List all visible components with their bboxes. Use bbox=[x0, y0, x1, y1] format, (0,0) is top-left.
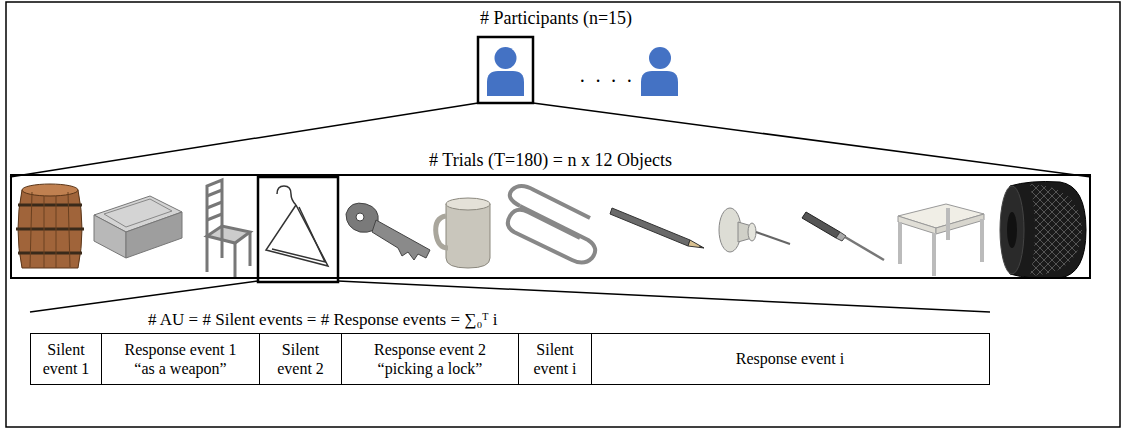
brick-object bbox=[94, 196, 182, 258]
event-text: Response event i bbox=[736, 349, 844, 368]
key-object bbox=[346, 203, 430, 260]
paperclip-object bbox=[508, 186, 595, 263]
event-text: Response event 1 bbox=[125, 340, 237, 359]
person-icon bbox=[641, 47, 678, 96]
event-text: Silent event 2 bbox=[264, 340, 337, 378]
event-cell: Response event i bbox=[591, 334, 988, 384]
table-heading: # AU = # Silent events = # Response even… bbox=[148, 310, 990, 330]
zoom-line bbox=[30, 281, 258, 312]
event-text: “picking a lock” bbox=[378, 359, 483, 378]
table-object bbox=[898, 204, 984, 276]
table-heading-wrap: # AU = # Silent events = # Response even… bbox=[30, 310, 990, 333]
event-text: Silent event 1 bbox=[35, 340, 97, 378]
object-strip-box bbox=[10, 174, 1091, 279]
outer-frame bbox=[6, 2, 1120, 427]
diagram-title: # Participants (n=15) bbox=[480, 8, 632, 29]
event-table: # AU = # Silent events = # Response even… bbox=[30, 310, 990, 385]
participant-box bbox=[478, 37, 533, 103]
ellipsis-dots: · · · · bbox=[579, 70, 635, 93]
event-cell: Silent event 1 bbox=[31, 334, 101, 384]
strip-heading: # Trials (T=180) = n x 12 Objects bbox=[10, 150, 1091, 174]
trial-strip: # Trials (T=180) = n x 12 Objects bbox=[10, 150, 1091, 279]
event-cell: Silent event 2 bbox=[259, 334, 341, 384]
tire-tread bbox=[1030, 184, 1082, 276]
pushpin-object bbox=[719, 208, 790, 252]
event-text: Silent event i bbox=[523, 340, 587, 378]
tire-object bbox=[1000, 182, 1086, 279]
event-cell: Response event 1“as a weapon” bbox=[101, 334, 259, 384]
mug-object bbox=[436, 198, 490, 268]
event-row: Silent event 1Response event 1“as a weap… bbox=[30, 333, 990, 385]
person-icon bbox=[487, 47, 524, 96]
screwdriver-object bbox=[802, 212, 884, 260]
event-text: Response event 2 bbox=[374, 340, 486, 359]
event-text: “as a weapon” bbox=[134, 359, 226, 378]
pencil-object bbox=[610, 208, 704, 248]
zoom-line bbox=[338, 281, 990, 312]
highlight-box bbox=[258, 177, 338, 282]
hanger-object bbox=[266, 186, 328, 266]
chair-object bbox=[207, 180, 250, 278]
zoom-line bbox=[10, 103, 478, 177]
barrel-object bbox=[16, 184, 84, 268]
event-cell: Response event 2“picking a lock” bbox=[341, 334, 518, 384]
event-cell: Silent event i bbox=[518, 334, 591, 384]
